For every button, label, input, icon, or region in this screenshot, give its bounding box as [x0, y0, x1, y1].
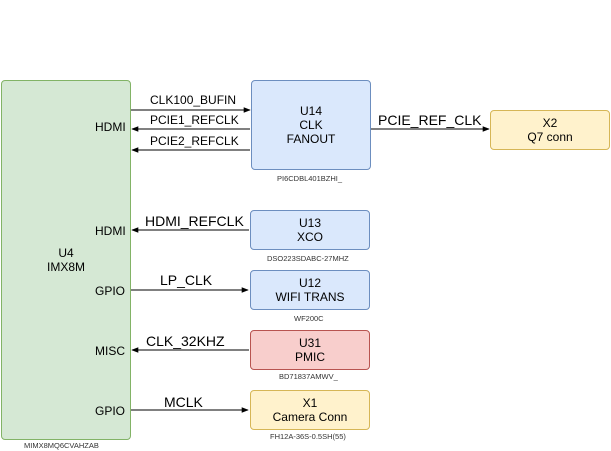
port-label-hdmi-2: HDMI: [95, 224, 126, 238]
signal-label-clk100-bufin: CLK100_BUFIN: [150, 93, 237, 107]
part-number-u14: PI6CDBL401BZHI_: [277, 174, 343, 183]
camera-connector-block-x1: X1 Camera Conn: [250, 390, 370, 430]
signal-label-mclk: MCLK: [164, 394, 203, 410]
part-number-u31: BD71837AMWV_: [279, 372, 338, 381]
block-name-2: FANOUT: [286, 132, 336, 146]
signal-label-clk-32khz: CLK_32KHZ: [146, 333, 225, 349]
connector-block-x2: X2 Q7 conn: [490, 110, 610, 150]
part-number-u12: WF200C: [294, 314, 324, 323]
port-label-misc: MISC: [95, 344, 125, 358]
block-name: WIFI TRANS: [275, 290, 345, 304]
clock-fanout-block-u14: U14 CLK FANOUT: [251, 80, 371, 170]
block-ref: X1: [302, 396, 318, 410]
block-name: PMIC: [295, 350, 325, 364]
port-label-hdmi-1: HDMI: [95, 120, 126, 134]
block-name: CLK: [299, 118, 323, 132]
block-name: Q7 conn: [527, 130, 573, 144]
port-label-gpio-1: GPIO: [95, 284, 126, 298]
block-ref: U4: [58, 246, 74, 260]
port-label-gpio-2: GPIO: [95, 404, 126, 418]
block-name: IMX8M: [46, 260, 85, 274]
block-name: XCO: [296, 230, 323, 244]
block-ref: U12: [298, 276, 321, 290]
block-name: Camera Conn: [272, 410, 348, 424]
block-ref: U31: [298, 336, 321, 350]
block-ref: U13: [298, 216, 321, 230]
pmic-block-u31: U31 PMIC: [250, 330, 370, 370]
signal-label-pcie2-refclk: PCIE2_REFCLK: [150, 134, 239, 148]
signal-label-pcie-ref-clk: PCIE_REF_CLK: [378, 112, 482, 128]
part-number-x1: FH12A-36S-0.5SH(55): [270, 432, 346, 441]
oscillator-block-u13: U13 XCO: [250, 210, 370, 250]
block-ref: X2: [542, 116, 558, 130]
signal-label-hdmi-refclk: HDMI_REFCLK: [145, 213, 244, 229]
signal-label-pcie1-refclk: PCIE1_REFCLK: [150, 113, 239, 127]
signal-label-lp-clk: LP_CLK: [160, 272, 213, 288]
part-number-u13: DSO223SDABC-27MHZ: [267, 254, 349, 263]
part-number-u4: MIMX8MQ6CVAHZAB: [24, 441, 99, 450]
block-ref: U14: [299, 104, 322, 118]
wifi-block-u12: U12 WIFI TRANS: [250, 270, 370, 310]
processor-block-u4: U4 IMX8M: [1, 80, 131, 440]
